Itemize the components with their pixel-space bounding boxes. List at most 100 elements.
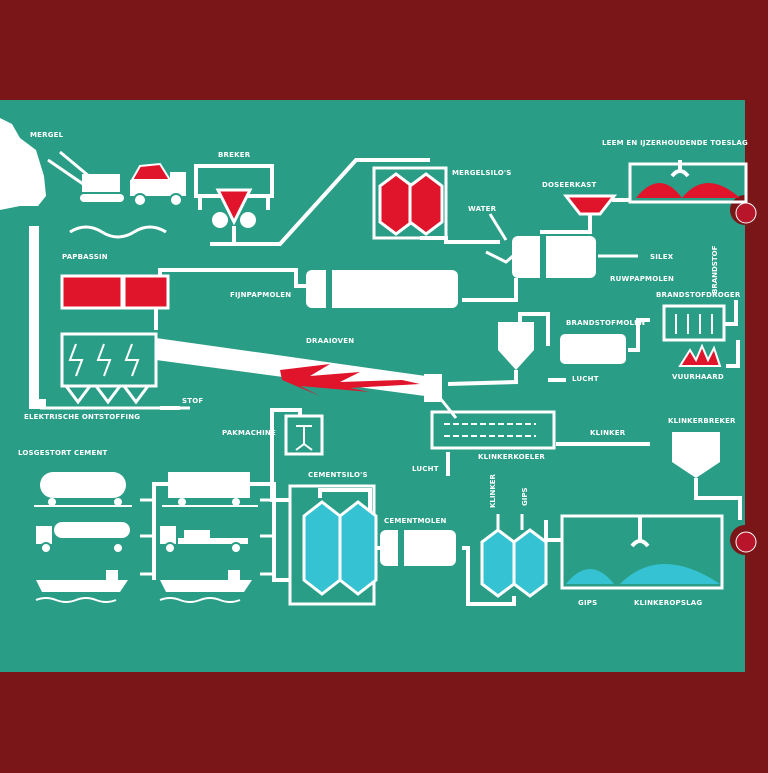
fijnpapmolen-band <box>326 270 332 308</box>
label-klinker-arrow: KLINKER <box>590 429 626 437</box>
loam-pile <box>636 183 740 198</box>
cementmolen-band <box>398 530 404 566</box>
klinkerbreker <box>672 432 720 478</box>
water-wave <box>69 225 167 239</box>
brandstofmolen-to-hopper <box>518 312 550 346</box>
flatbed-load <box>184 530 210 538</box>
label-cementsilos: CEMENTSILO'S <box>308 471 368 479</box>
water-inlet <box>488 213 508 241</box>
marl-silo-1 <box>378 172 414 236</box>
label-gips: GIPS <box>578 599 598 607</box>
marl-quarry-face <box>0 118 46 210</box>
tanker-truck-tank <box>54 522 130 538</box>
excavator-body <box>82 174 120 192</box>
label-klinkerkoeler: KLINKERKOELER <box>478 453 546 461</box>
silos-to-cementmolen <box>462 546 516 606</box>
papbassin-left <box>60 274 124 310</box>
crusher-legs <box>198 196 270 210</box>
pakmachine <box>284 414 324 456</box>
vuurhaard-to-droger <box>726 340 740 368</box>
label-doseerkast: DOSEERKAST <box>542 181 597 189</box>
cement-silo-2 <box>338 500 378 596</box>
fuel-to-kiln <box>447 370 518 386</box>
loam-grab <box>670 160 690 178</box>
label-mergel: MERGEL <box>30 131 64 139</box>
label-silex: SILEX <box>650 253 674 261</box>
label-stof: STOF <box>182 397 204 405</box>
klinkerkoeler-box <box>430 410 556 450</box>
marl-truck-load <box>130 162 172 181</box>
tanker-wheel-2 <box>112 542 124 554</box>
fijnpapmolen-to-bassin <box>158 268 306 288</box>
feed-klinker-gips <box>496 514 524 530</box>
ruwpapmolen-band <box>540 236 546 278</box>
fijnpapmolen-drum <box>306 270 458 308</box>
loam-storage <box>628 162 748 204</box>
dist-branch-2 <box>260 498 274 576</box>
tanker-wheel-1 <box>40 542 52 554</box>
flatbed-bed <box>178 538 248 544</box>
excavator-track <box>80 194 124 202</box>
papbassin-right <box>122 274 170 310</box>
flatbed-truck-cab <box>160 526 176 544</box>
brandstofdroger-rakes <box>675 314 713 334</box>
label-brandstofmolen: BRANDSTOFMOLEN <box>566 319 646 327</box>
flatbed-wheel-1 <box>164 542 176 554</box>
punch-hole-top <box>735 202 757 224</box>
opslag-grab <box>630 516 650 548</box>
label-cementmolen: CEMENTMOLEN <box>384 517 447 525</box>
label-papbassin: PAPBASSIN <box>62 253 108 261</box>
label-water: WATER <box>468 205 497 213</box>
label-losgestort: LOSGESTORT CEMENT <box>18 449 108 457</box>
fuel-hopper <box>498 322 534 370</box>
dist-branch-1 <box>140 498 154 576</box>
label-klinkeropslag: KLINKEROPSLAG <box>634 599 703 607</box>
silos-to-pakmachine <box>270 408 302 502</box>
label-brandstofdroger: BRANDSTOFDROGER <box>656 291 741 299</box>
conveyor-to-silos <box>212 158 430 246</box>
marl-silo-2 <box>408 172 444 236</box>
tank-wagon-wheel-1 <box>48 498 56 506</box>
opslag-to-silos <box>544 520 562 542</box>
box-wagon <box>168 472 250 498</box>
ship-1-wake <box>35 597 117 603</box>
brandstofmolen-drum <box>560 334 626 364</box>
box-wagon-wheel-2 <box>232 498 240 506</box>
label-fijnpapmolen: FIJNPAPMOLEN <box>230 291 292 299</box>
ship-2 <box>160 580 252 592</box>
flatbed-wheel-2 <box>230 542 242 554</box>
klinker-pile <box>620 564 720 584</box>
kiln-flame <box>280 364 420 396</box>
label-lucht-bottom: LUCHT <box>412 465 439 473</box>
klinkerkoeler-grates <box>444 423 536 437</box>
ship-1 <box>36 580 128 592</box>
precipitator-bolts <box>68 343 140 377</box>
ruwpapmolen-to-fijnpapmolen <box>462 278 518 302</box>
marl-silos-frame <box>372 166 448 240</box>
label-pakmachine: PAKMACHINE <box>222 429 276 437</box>
label-ruwpapmolen: RUWPAPMOLEN <box>610 275 675 283</box>
crusher-hopper <box>215 188 253 226</box>
dosing-to-mill <box>540 214 592 234</box>
punch-hole-bottom <box>735 531 757 553</box>
kiln-hood <box>424 374 442 402</box>
ship-2-bridge <box>228 570 240 580</box>
ruwpapmolen-drum <box>512 236 596 278</box>
brandstof-feed <box>724 300 738 326</box>
marl-truck-bed <box>130 180 170 196</box>
cementmolen-drum <box>380 530 456 566</box>
label-vuurhaard: VUURHAARD <box>672 373 724 381</box>
precipitator-hoppers <box>64 385 150 405</box>
label-gips-vertical: GIPS <box>521 487 529 506</box>
tank-wagon-wheel-2 <box>114 498 122 506</box>
tanker-truck-cab <box>36 526 52 544</box>
crusher-roll-right <box>240 212 256 228</box>
chimney <box>29 226 46 409</box>
cement-silo-1 <box>302 500 342 596</box>
distribution-trunk <box>152 482 290 582</box>
label-klinkerbreker: KLINKERBREKER <box>668 417 736 425</box>
pakmachine-detail <box>295 425 313 451</box>
label-brandstof: BRANDSTOF <box>711 245 719 294</box>
